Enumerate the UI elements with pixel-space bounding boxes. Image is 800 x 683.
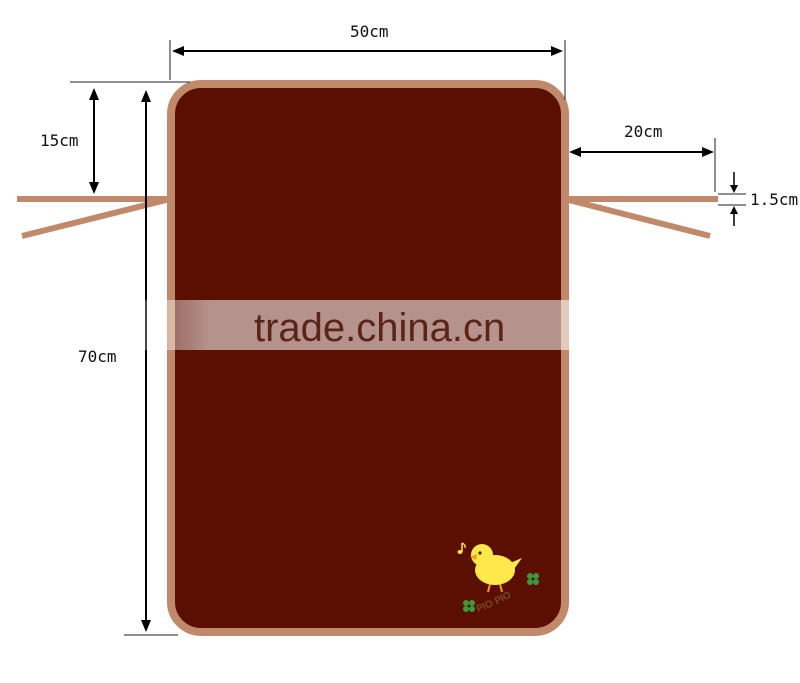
tie-offset-label: 15cm	[40, 131, 79, 150]
left-ties	[17, 196, 172, 239]
chick-icon	[470, 544, 522, 593]
width-dimension: 50cm	[169, 22, 566, 100]
clover-icon-right	[527, 573, 539, 585]
right-tie-angled	[564, 196, 711, 239]
music-note-icon	[457, 542, 466, 554]
tie-width-label: 1.5cm	[750, 190, 798, 209]
watermark-band	[80, 300, 800, 350]
tie-offset-dimension: 15cm	[40, 88, 99, 194]
watermark-text: trade.china.cn	[254, 306, 505, 350]
clover-icon-left	[463, 600, 475, 612]
tie-length-label: 20cm	[624, 122, 663, 141]
watermark: trade.china.cn	[80, 300, 800, 350]
left-tie-angled	[21, 196, 171, 239]
right-ties	[562, 196, 718, 239]
height-dimension: 70cm	[70, 81, 190, 636]
tie-length-dimension: 20cm	[569, 122, 716, 192]
tie-width-dimension: 1.5cm	[718, 172, 798, 226]
apron-panel	[167, 80, 569, 636]
width-label: 50cm	[350, 22, 389, 41]
brand-logo: PIO PIO	[457, 542, 539, 615]
height-label: 70cm	[78, 347, 117, 366]
